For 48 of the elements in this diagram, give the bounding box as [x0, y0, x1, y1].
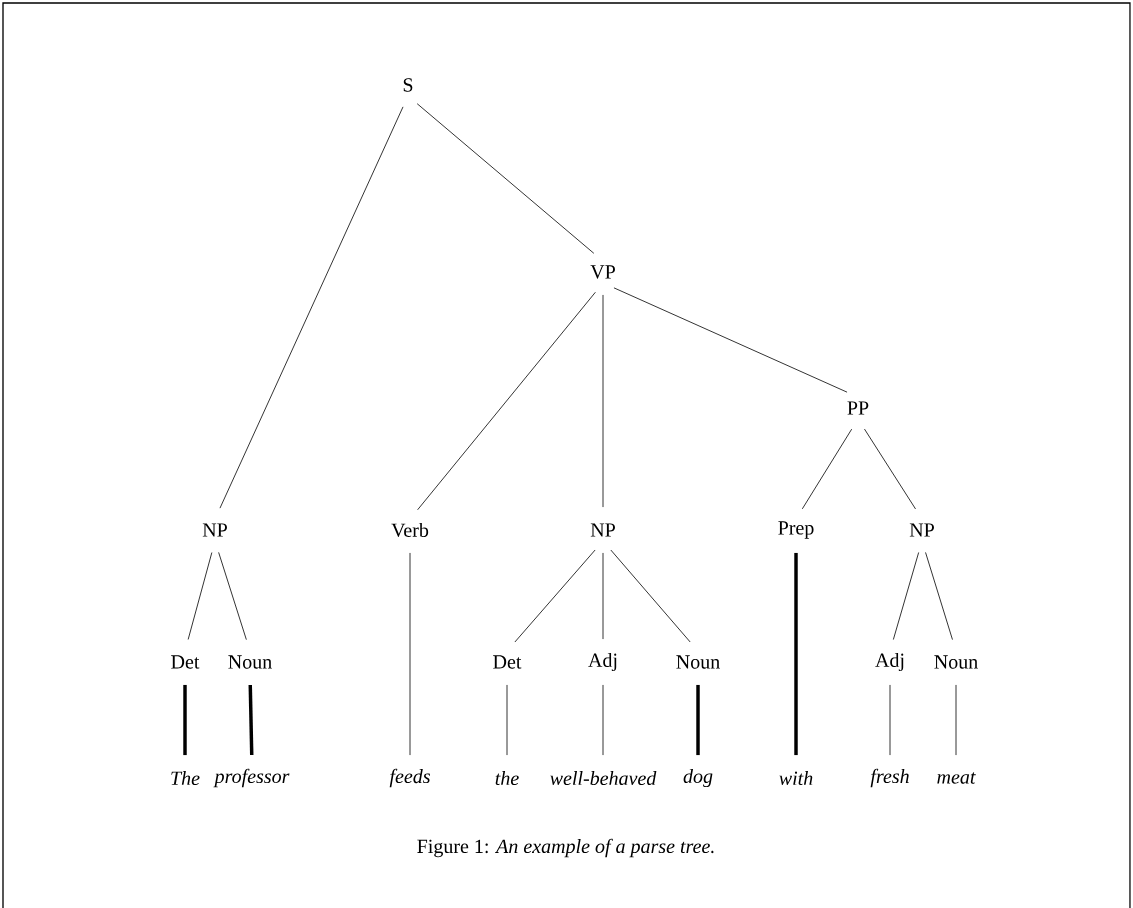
tree-branch: [801, 428, 853, 510]
tree-branch: [416, 103, 595, 254]
category-label: Prep: [778, 521, 814, 539]
word-label: the: [495, 771, 519, 786]
tree-branch: [409, 552, 411, 756]
category-label: S: [403, 78, 413, 92]
word-label: with: [779, 771, 813, 786]
tree-branch: [219, 106, 404, 509]
tree-branch: [892, 552, 920, 640]
tree-branch: [602, 684, 604, 756]
word-label: professor: [213, 768, 290, 788]
category-label: Noun: [228, 655, 272, 669]
tree-branch: [889, 684, 891, 756]
word-label: well-behaved: [550, 771, 657, 786]
category-label: Det: [493, 655, 522, 669]
figure-caption: Figure 1: An example of a parse tree.: [417, 838, 714, 858]
tree-branch: [610, 549, 691, 643]
tree-branch: [794, 552, 798, 756]
word-label: meat: [937, 772, 976, 784]
word-label: dog: [683, 768, 713, 788]
tree-branch: [613, 287, 848, 393]
category-label: NP: [590, 523, 615, 537]
tree-branch: [602, 294, 604, 508]
category-label: Noun: [934, 655, 978, 669]
category-label: NP: [909, 523, 934, 537]
tree-branch: [417, 291, 596, 511]
tree-branch: [183, 684, 187, 756]
category-label: Adj: [875, 652, 904, 672]
category-label: Verb: [391, 522, 429, 538]
tree-branch: [925, 552, 953, 640]
category-label: Det: [171, 655, 200, 669]
category-label: Adj: [588, 652, 617, 672]
tree-branch: [218, 552, 247, 641]
category-label: NP: [202, 523, 227, 537]
tree-branch: [864, 428, 916, 510]
tree-branch: [506, 684, 508, 756]
tree-branch: [955, 684, 957, 756]
tree-branch: [248, 684, 254, 756]
category-label: PP: [847, 401, 869, 415]
tree-branch: [696, 684, 700, 756]
category-label: VP: [590, 265, 615, 279]
tree-branch: [602, 552, 604, 640]
word-label: feeds: [389, 768, 430, 788]
word-label: fresh: [870, 768, 909, 788]
tree-branch: [514, 549, 596, 643]
word-label: The: [171, 771, 200, 786]
tree-branch: [187, 552, 213, 640]
category-label: Noun: [676, 655, 720, 669]
